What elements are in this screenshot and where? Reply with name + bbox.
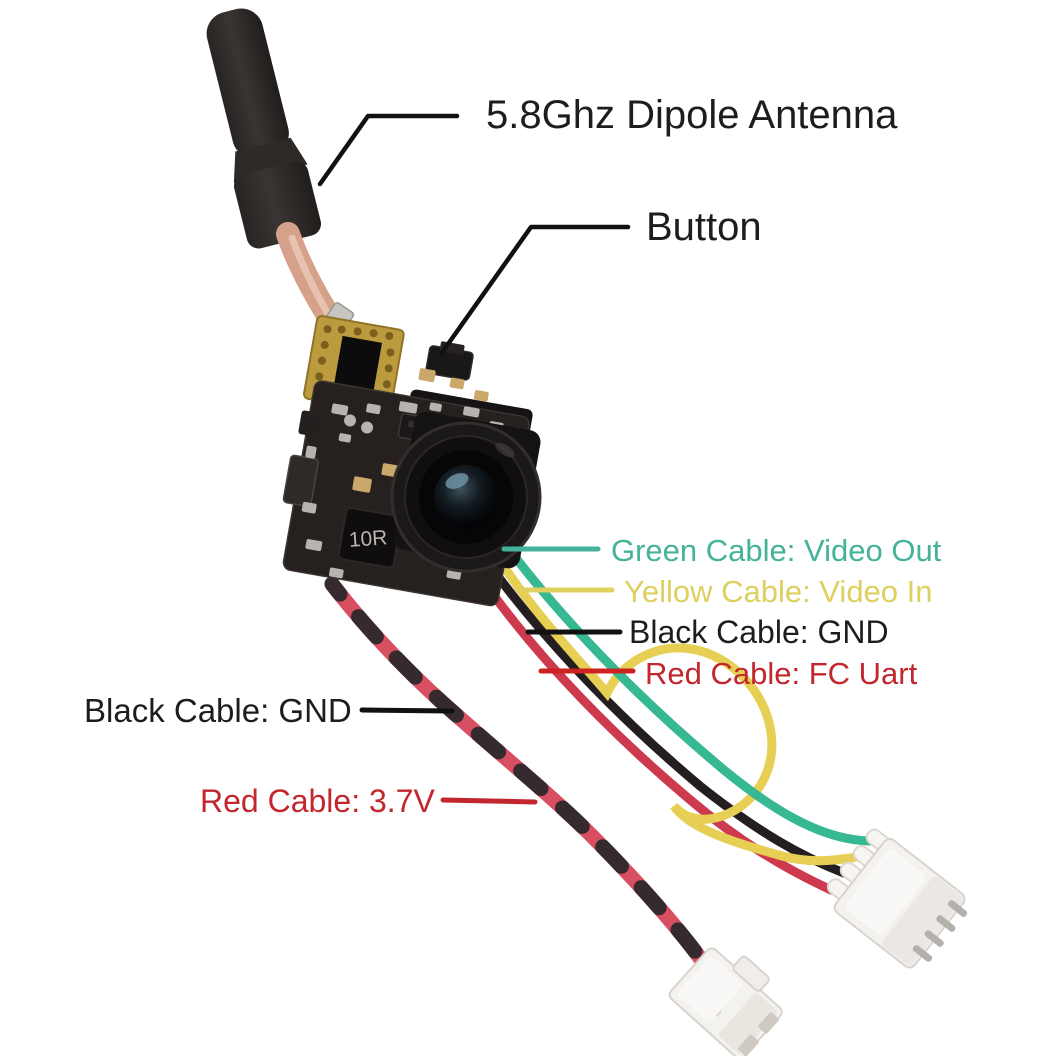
label-green-cable: Green Cable: Video Out xyxy=(611,533,942,568)
black-wire xyxy=(476,548,849,878)
side-component xyxy=(298,410,320,437)
label-yellow-cable: Yellow Cable: Video In xyxy=(624,574,933,609)
signal-wire-bundle xyxy=(464,536,875,895)
leader-button xyxy=(438,224,631,357)
yellow-wire xyxy=(487,544,862,866)
leader-red-cable-left xyxy=(440,797,538,805)
leader-antenna xyxy=(317,113,460,187)
twisted-power-cable xyxy=(324,576,708,966)
jst-2pin-connector xyxy=(668,947,783,1056)
dipole-antenna xyxy=(206,8,322,249)
label-antenna: 5.8Ghz Dipole Antenna xyxy=(486,93,898,137)
label-button: Button xyxy=(646,205,762,249)
label-black-cable-right: Black Cable: GND xyxy=(629,614,889,650)
side-connector xyxy=(282,454,319,508)
inductor-marking: 10R xyxy=(348,526,388,552)
red-wire xyxy=(464,555,836,895)
label-black-cable-left: Black Cable: GND xyxy=(84,692,352,729)
leader-black-cable-left xyxy=(359,707,455,714)
jst-4pin-connector xyxy=(826,828,968,969)
green-wire xyxy=(498,536,875,846)
label-red-cable-right: Red Cable: FC Uart xyxy=(645,656,918,691)
inductor: 10R xyxy=(337,507,403,569)
camera-lens xyxy=(390,411,542,573)
label-red-cable-left: Red Cable: 3.7V xyxy=(200,783,435,819)
